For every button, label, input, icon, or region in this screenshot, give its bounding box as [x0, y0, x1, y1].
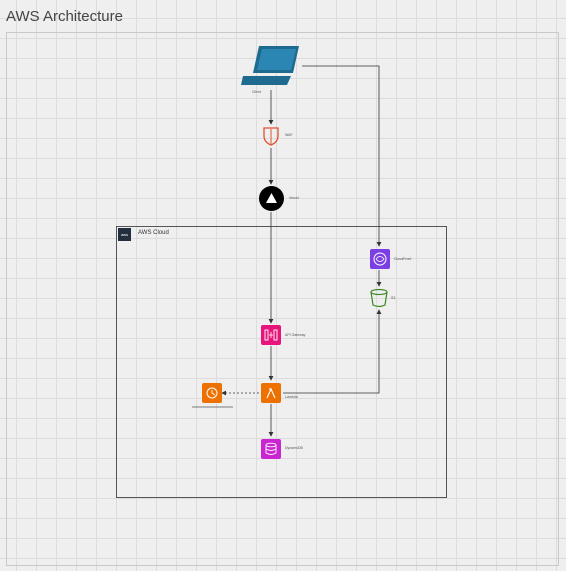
rds-node[interactable]	[202, 383, 222, 403]
aws-logo-icon: aws	[118, 228, 131, 241]
shield-icon	[263, 127, 279, 146]
page-title: AWS Architecture	[6, 8, 123, 25]
edge-lambda-s3	[283, 309, 382, 394]
diagram-frame	[6, 32, 559, 566]
edge-client-cloudfront	[302, 65, 382, 247]
waf-node[interactable]	[262, 126, 280, 146]
cloudfront-node[interactable]	[370, 249, 390, 269]
cloudfront-label: CloudFront	[394, 257, 412, 261]
vercel-icon	[259, 186, 284, 211]
client-label: Client	[252, 90, 261, 94]
apigateway-node[interactable]	[261, 325, 281, 345]
waf-label: WAF	[285, 133, 293, 137]
aws-cloud-label: AWS Cloud	[138, 230, 169, 236]
client-node[interactable]	[241, 45, 301, 87]
vercel-node[interactable]	[259, 186, 284, 211]
rds-icon	[206, 387, 218, 399]
vercel-label: Vercel	[289, 196, 299, 200]
api-gateway-icon	[264, 329, 278, 341]
cloudfront-icon	[373, 252, 387, 266]
apigateway-label: API Gateway	[285, 333, 306, 337]
s3-node[interactable]	[369, 288, 389, 308]
aws-cloud-group	[116, 226, 447, 498]
lambda-label: Lambda	[285, 395, 298, 399]
laptop-icon	[241, 46, 299, 85]
bucket-icon	[370, 288, 388, 308]
lambda-icon	[266, 387, 276, 399]
lambda-node[interactable]	[261, 383, 281, 403]
dynamodb-icon	[265, 442, 277, 455]
dynamodb-node[interactable]	[261, 439, 281, 459]
s3-label: S3	[391, 296, 396, 300]
dynamodb-label: DynamoDB	[285, 446, 303, 450]
